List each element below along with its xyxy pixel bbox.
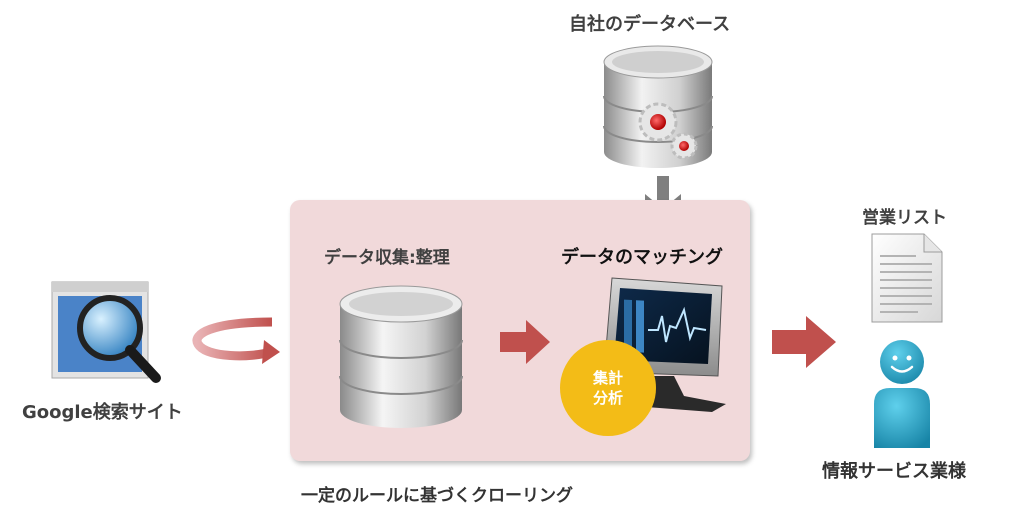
document-icon [871,233,943,323]
person-icon [874,340,930,448]
matching-label: データのマッチング [561,247,723,268]
magnifier-browser-icon [51,281,161,383]
sales-list-label: 営業リスト [862,208,947,228]
collection-label: データ収集:整理 [324,248,450,268]
crawling-caption: 一定のルールに基づくクローリング [301,486,573,506]
aggregate-analysis-badge: 集計 分析 [560,340,656,436]
arrow-right-icon [500,320,550,364]
service-label: 情報サービス業様 [822,461,966,482]
curved-arrow-icon [192,317,280,364]
company-db-label: 自社のデータベース [569,14,731,35]
search-site-label: Google検索サイト [22,402,183,423]
arrow-right-large-icon [772,316,836,368]
collection-database-icon [339,285,463,428]
badge-line2: 分析 [592,389,623,407]
database-gears-icon [603,45,713,168]
badge-line1: 集計 [592,369,623,387]
